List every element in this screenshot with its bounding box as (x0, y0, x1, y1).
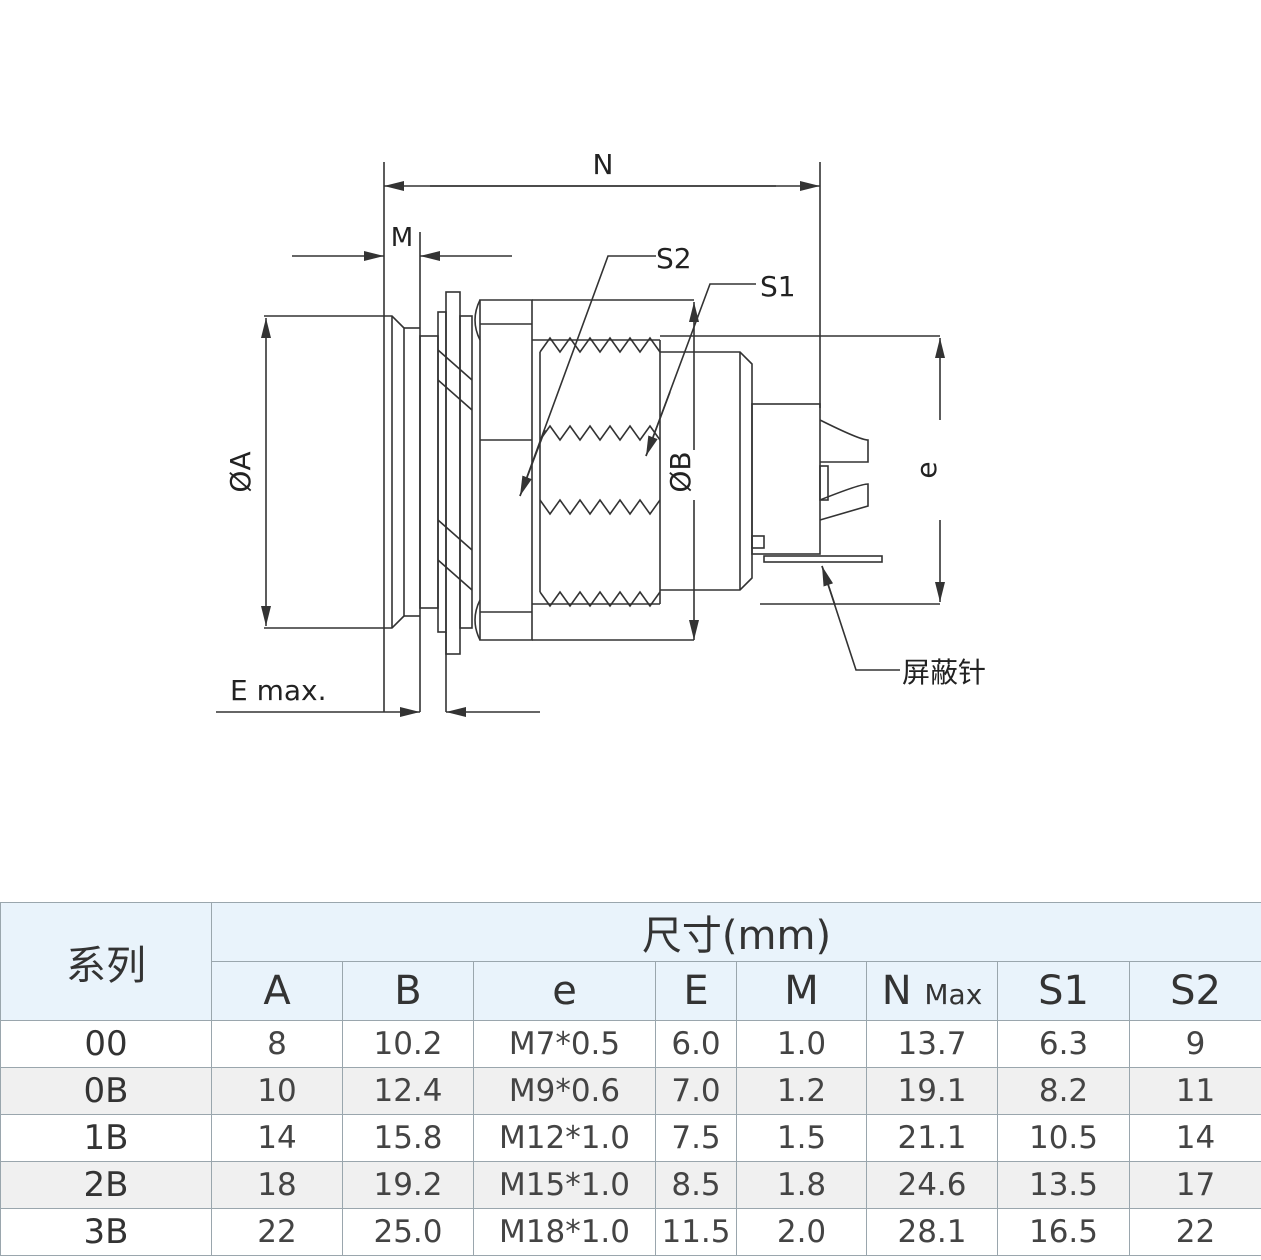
cell-m: 1.5 (736, 1114, 867, 1162)
column-header-e: E (655, 961, 737, 1021)
cell-b: 12.4 (342, 1067, 474, 1115)
label-b: ØB (664, 451, 697, 492)
column-header-e: e (473, 961, 656, 1021)
cell-e: M18*1.0 (473, 1208, 656, 1256)
label-m: M (391, 223, 413, 253)
cell-n: 13.7 (866, 1020, 998, 1068)
cell-s2: 14 (1128, 1114, 1261, 1162)
series-cell: 2B (0, 1161, 212, 1209)
cell-n: 24.6 (866, 1161, 998, 1209)
column-header-label: S2 (1170, 968, 1221, 1014)
cell-e: 6.0 (655, 1020, 737, 1068)
front-flange (264, 315, 405, 629)
cell-s2: 22 (1128, 1208, 1261, 1256)
contact-pin-1 (819, 419, 869, 463)
cell-e: M9*0.6 (473, 1067, 656, 1115)
column-header-n: N Max (866, 961, 998, 1021)
column-header-s2: S2 (1128, 961, 1261, 1021)
series-header: 系列 (0, 902, 212, 1021)
cell-s1: 16.5 (997, 1208, 1130, 1256)
column-header-m: M (736, 961, 867, 1021)
label-s2: S2 (656, 242, 692, 275)
column-header-label: B (394, 968, 422, 1014)
series-cell: 3B (0, 1208, 212, 1256)
cell-s1: 10.5 (997, 1114, 1130, 1162)
cell-m: 1.0 (736, 1020, 867, 1068)
column-header-a: A (211, 961, 343, 1021)
cell-s2: 9 (1128, 1020, 1261, 1068)
series-cell: 0B (0, 1067, 212, 1115)
cell-e: 11.5 (655, 1208, 737, 1256)
column-header-s1: S1 (997, 961, 1130, 1021)
label-a: ØA (224, 451, 257, 492)
column-header-label: S1 (1038, 968, 1089, 1014)
column-header-suffix: Max (924, 978, 983, 1011)
cell-b: 10.2 (342, 1020, 474, 1068)
cell-e: M12*1.0 (473, 1114, 656, 1162)
connector-drawing: N M S2 S1 ØA ØB e E max. 屏蔽针 (216, 148, 986, 717)
label-n: N (593, 148, 614, 181)
cell-s2: 17 (1128, 1161, 1261, 1209)
label-shield-pin: 屏蔽针 (902, 656, 986, 689)
connector-drawing-svg: N M S2 S1 ØA ØB e E max. 屏蔽针 (216, 148, 986, 717)
cell-s2: 11 (1128, 1067, 1261, 1115)
cell-s1: 13.5 (997, 1161, 1130, 1209)
column-header-b: B (342, 961, 474, 1021)
cell-n: 28.1 (866, 1208, 998, 1256)
column-header-label: e (552, 968, 577, 1014)
cell-n: 19.1 (866, 1067, 998, 1115)
cell-a: 14 (211, 1114, 343, 1162)
series-cell: 00 (0, 1020, 212, 1068)
cell-b: 15.8 (342, 1114, 474, 1162)
column-header-label: N (881, 968, 912, 1014)
label-e: e (910, 461, 943, 478)
cell-n: 21.1 (866, 1114, 998, 1162)
cell-e: 7.0 (655, 1067, 737, 1115)
label-s1: S1 (760, 270, 796, 303)
cell-e: M15*1.0 (473, 1161, 656, 1209)
cell-m: 1.8 (736, 1161, 867, 1209)
cell-b: 19.2 (342, 1161, 474, 1209)
cell-s1: 8.2 (997, 1067, 1130, 1115)
cell-s1: 6.3 (997, 1020, 1130, 1068)
column-header-label: A (263, 968, 291, 1014)
thread-top (539, 336, 661, 354)
cell-m: 1.2 (736, 1067, 867, 1115)
cell-e: 8.5 (655, 1161, 737, 1209)
series-cell: 1B (0, 1114, 212, 1162)
contact-pin-2 (819, 483, 869, 521)
cell-b: 25.0 (342, 1208, 474, 1256)
cell-e: 7.5 (655, 1114, 737, 1162)
cell-a: 10 (211, 1067, 343, 1115)
cell-a: 8 (211, 1020, 343, 1068)
cell-a: 22 (211, 1208, 343, 1256)
label-emax: E max. (230, 674, 327, 707)
hex-nut (479, 299, 533, 641)
cell-e: M7*0.5 (473, 1020, 656, 1068)
column-header-label: M (784, 968, 819, 1014)
size-header: 尺寸(mm) (210, 902, 1261, 962)
shield-pin (763, 555, 883, 563)
column-header-label: E (683, 968, 709, 1014)
cell-m: 2.0 (736, 1208, 867, 1256)
s2-leader (519, 255, 656, 497)
cell-a: 18 (211, 1161, 343, 1209)
shield-pin-leader (821, 565, 900, 671)
